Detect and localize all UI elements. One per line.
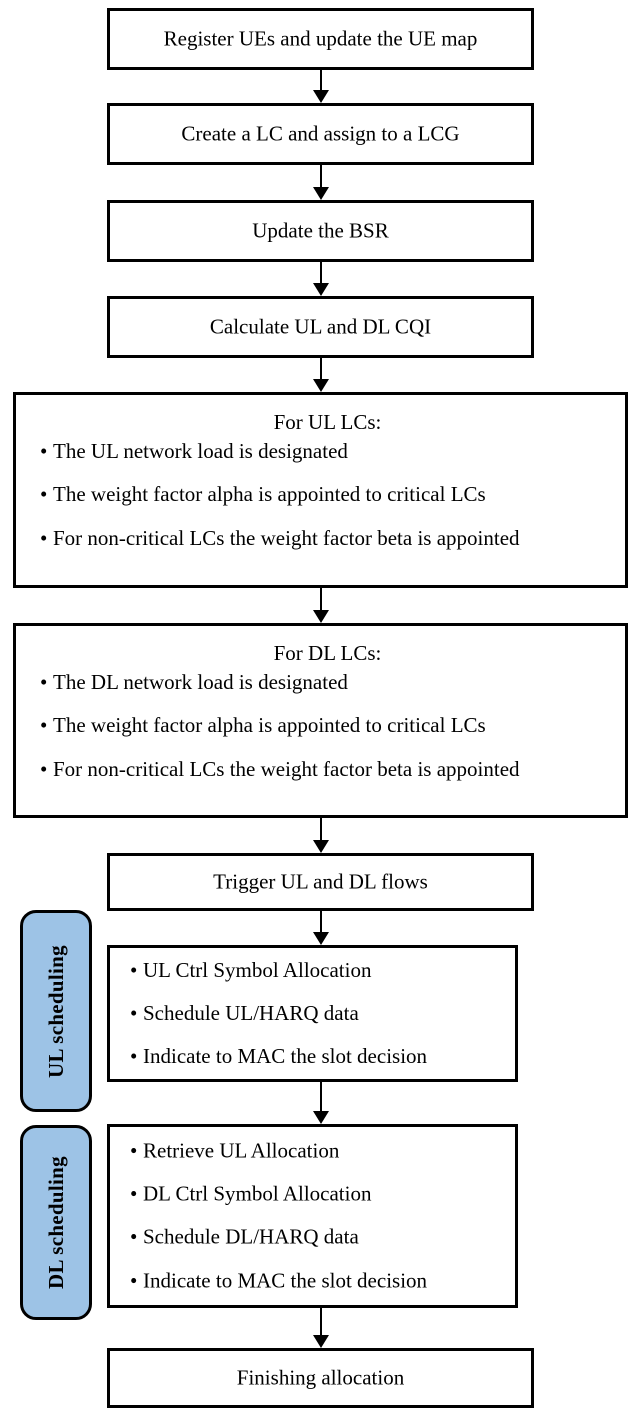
side-tab-label: UL scheduling <box>43 944 68 1078</box>
bullet-icon: • <box>130 1268 138 1293</box>
bullet-icon: • <box>40 439 48 464</box>
list-item-label: For non-critical LCs the weight factor b… <box>53 756 520 781</box>
list-item-label: The weight factor alpha is appointed to … <box>53 713 486 738</box>
bullet-icon: • <box>130 1225 138 1249</box>
list-item: • The weight factor alpha is appointed t… <box>40 482 615 507</box>
bullet-icon: • <box>40 482 48 507</box>
bullet-icon: • <box>40 713 48 738</box>
bullet-icon: • <box>40 670 48 695</box>
bullet-icon: • <box>40 756 48 781</box>
list-item: • Schedule DL/HARQ data <box>130 1225 505 1250</box>
bullet-icon: • <box>40 525 48 550</box>
list-item: • Retrieve UL Allocation <box>130 1139 505 1164</box>
node-label: Finishing allocation <box>236 1365 405 1390</box>
node-calculate-cqi: Calculate UL and DL CQI <box>107 296 534 358</box>
node-dl-scheduling-steps: • Retrieve UL Allocation • DL Ctrl Symbo… <box>107 1124 518 1308</box>
node-ul-scheduling-steps: • UL Ctrl Symbol Allocation • Schedule U… <box>107 945 518 1082</box>
dl-lcs-heading: For DL LCs: <box>273 641 382 665</box>
list-item-label: The UL network load is designated <box>53 439 348 464</box>
ul-lcs-list: • The UL network load is designated • Th… <box>40 439 615 551</box>
dl-scheduling-list: • Retrieve UL Allocation • DL Ctrl Symbo… <box>130 1139 505 1294</box>
node-trigger-flows: Trigger UL and DL flows <box>107 853 534 911</box>
list-item: • Indicate to MAC the slot decision <box>130 1268 505 1293</box>
node-for-ul-lcs: For UL LCs: • The UL network load is des… <box>13 392 628 588</box>
list-item-label: DL Ctrl Symbol Allocation <box>143 1181 372 1206</box>
list-item-label: Indicate to MAC the slot decision <box>143 1044 428 1069</box>
list-item: • DL Ctrl Symbol Allocation <box>130 1182 505 1207</box>
node-label: Trigger UL and DL flows <box>213 869 428 894</box>
node-update-bsr: Update the BSR <box>107 200 534 262</box>
bullet-icon: • <box>130 1181 138 1206</box>
list-item: • Schedule UL/HARQ data <box>130 1001 505 1026</box>
list-item-label: Schedule DL/HARQ data <box>143 1225 359 1249</box>
list-item: • The DL network load is designated <box>40 670 615 695</box>
list-item-label: The DL network load is designated <box>53 670 348 695</box>
list-item-label: For non-critical LCs the weight factor b… <box>53 525 520 550</box>
dl-lcs-list: • The DL network load is designated • Th… <box>40 670 615 782</box>
list-item: • For non-critical LCs the weight factor… <box>40 526 615 551</box>
side-tab-ul-scheduling: UL scheduling <box>20 910 92 1112</box>
node-create-lc: Create a LC and assign to a LCG <box>107 103 534 165</box>
list-item: • The UL network load is designated <box>40 439 615 464</box>
side-tab-dl-scheduling: DL scheduling <box>20 1125 92 1320</box>
bullet-icon: • <box>130 1044 138 1069</box>
ul-scheduling-list: • UL Ctrl Symbol Allocation • Schedule U… <box>130 958 505 1070</box>
ul-lcs-heading: For UL LCs: <box>273 410 382 434</box>
bullet-icon: • <box>130 1000 138 1025</box>
list-item-label: Indicate to MAC the slot decision <box>143 1268 428 1293</box>
list-item: • Indicate to MAC the slot decision <box>130 1044 505 1069</box>
node-for-dl-lcs: For DL LCs: • The DL network load is des… <box>13 623 628 818</box>
bullet-icon: • <box>130 1138 138 1163</box>
list-item: • For non-critical LCs the weight factor… <box>40 757 615 782</box>
node-label: Create a LC and assign to a LCG <box>181 121 460 146</box>
list-item-label: UL Ctrl Symbol Allocation <box>143 957 372 982</box>
bullet-icon: • <box>130 957 138 982</box>
list-item-label: Schedule UL/HARQ data <box>143 1000 359 1025</box>
node-label: Calculate UL and DL CQI <box>209 314 432 339</box>
list-item-label: Retrieve UL Allocation <box>143 1138 340 1163</box>
list-item-label: The weight factor alpha is appointed to … <box>53 482 486 507</box>
side-tab-label: DL scheduling <box>43 1156 68 1289</box>
node-register-ues: Register UEs and update the UE map <box>107 8 534 70</box>
node-label: Update the BSR <box>252 218 389 243</box>
node-finishing-allocation: Finishing allocation <box>107 1348 534 1408</box>
list-item: • UL Ctrl Symbol Allocation <box>130 958 505 983</box>
list-item: • The weight factor alpha is appointed t… <box>40 713 615 738</box>
node-label: Register UEs and update the UE map <box>163 26 478 51</box>
